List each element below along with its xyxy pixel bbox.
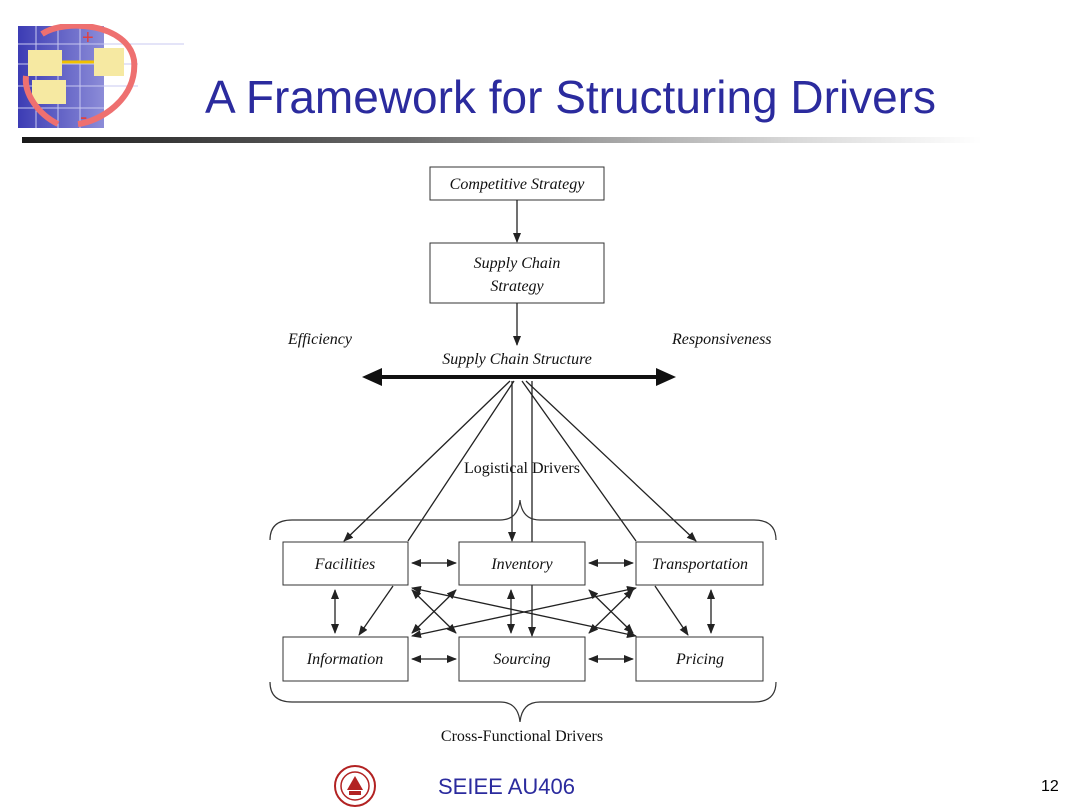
logistical-drivers-brace: [269, 499, 777, 541]
svg-text:+: +: [82, 27, 94, 49]
competitive-strategy-label: Competitive Strategy: [450, 176, 586, 193]
supply-chain-strategy-label-line2: Strategy: [490, 278, 544, 295]
university-seal-icon: [334, 765, 376, 807]
supply-chain-strategy-box: [429, 242, 605, 304]
course-footer: SEIEE AU406: [438, 774, 575, 799]
efficiency-responsiveness-axis: [362, 368, 676, 386]
inventory-box: [458, 541, 586, 586]
slide-title: A Framework for Structuring Drivers: [205, 71, 937, 123]
page-number: 12: [1041, 778, 1059, 795]
information-label: Information: [306, 651, 383, 668]
svg-text:-: -: [80, 104, 87, 129]
supply-chain-structure-label: Supply Chain Structure: [442, 351, 592, 368]
structure-to-drivers-links: [343, 380, 697, 637]
responsiveness-label: Responsiveness: [671, 331, 772, 348]
transportation-label: Transportation: [652, 556, 748, 573]
facilities-box: [282, 541, 409, 586]
logistical-drivers-label: Logistical Drivers: [464, 460, 580, 477]
pricing-box: [635, 636, 764, 682]
information-box: [282, 636, 409, 682]
driver-interactions: [331, 559, 715, 663]
title-underline: [22, 137, 982, 143]
cross-functional-drivers-label: Cross-Functional Drivers: [441, 728, 603, 745]
sourcing-box: [458, 636, 586, 682]
facilities-label: Facilities: [314, 556, 375, 573]
framework-logo-icon: + -: [18, 24, 184, 129]
pricing-label: Pricing: [675, 651, 724, 668]
supply-chain-strategy-label-line1: Supply Chain: [474, 255, 561, 272]
transportation-box: [635, 541, 764, 586]
cross-functional-drivers-brace: [269, 681, 777, 723]
structure-to-bottom-links: [358, 585, 689, 636]
efficiency-label: Efficiency: [287, 331, 353, 348]
inventory-label: Inventory: [490, 556, 553, 573]
sourcing-label: Sourcing: [493, 651, 550, 668]
